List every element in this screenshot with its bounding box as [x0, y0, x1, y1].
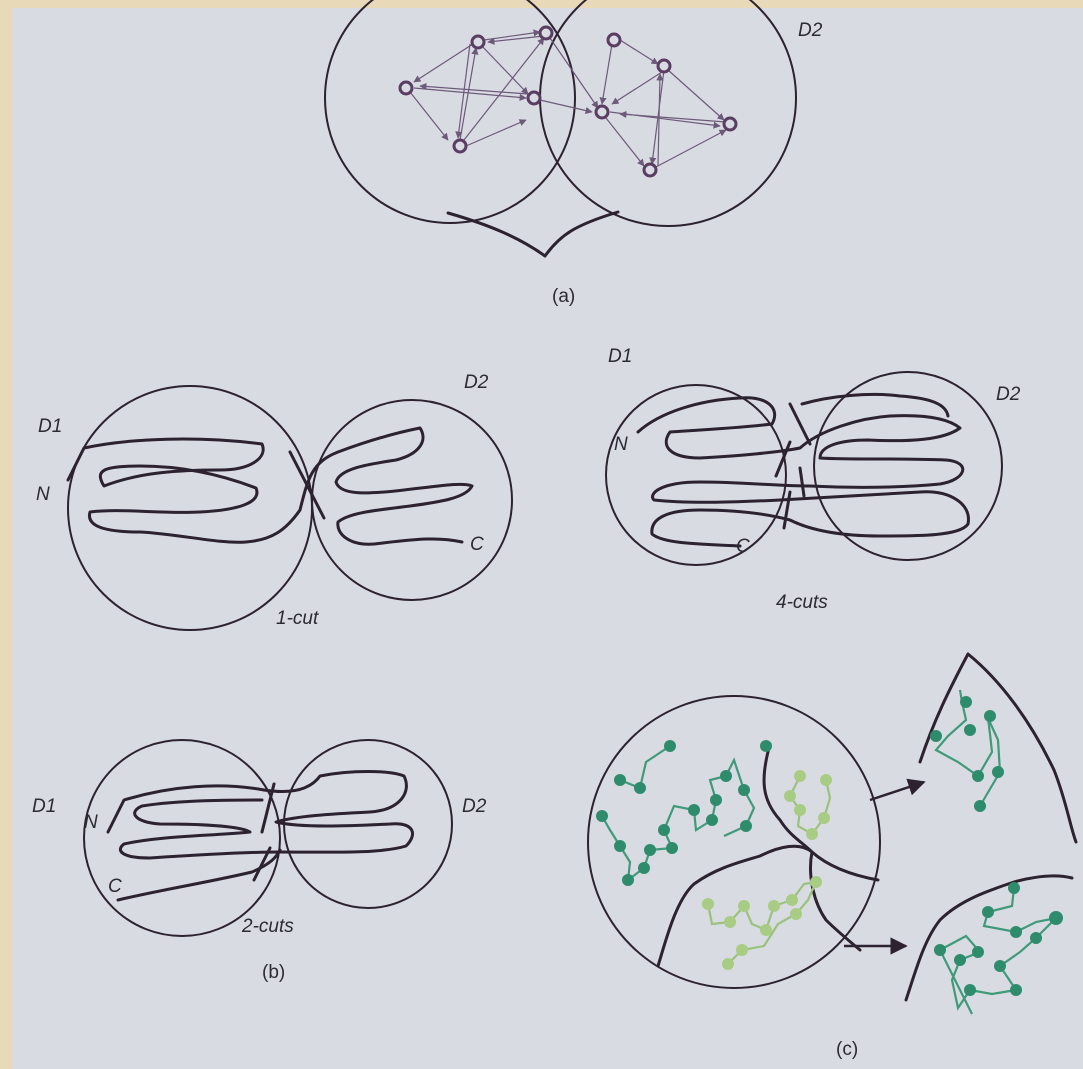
d2-label: D2	[462, 796, 487, 817]
d1-label: D1	[38, 416, 62, 437]
whole-protein-circle	[588, 696, 880, 988]
panel-b-one-cut: D1 D2 N C 1-cut	[36, 372, 512, 630]
cut-line-3	[800, 468, 804, 496]
panel-b-caption: (b)	[262, 962, 285, 983]
c-terminus-label: C	[470, 534, 484, 555]
arrow-to-domain-1	[870, 782, 924, 800]
cut-caption: 1-cut	[276, 608, 319, 629]
panel-a-caption: (a)	[552, 286, 575, 307]
d1-label: D1	[32, 796, 56, 817]
n-terminus-label: N	[84, 812, 98, 833]
panel-c-caption: (c)	[836, 1039, 858, 1060]
n-terminus-label: N	[614, 434, 628, 455]
dark-green-chain	[596, 740, 772, 886]
panel-a: D2 (a)	[325, 0, 823, 307]
cut-caption: 4-cuts	[776, 592, 828, 613]
c-terminus-label: C	[736, 536, 750, 557]
domain-2-circle	[814, 372, 1002, 560]
panel-a-d2-label: D2	[798, 20, 823, 41]
cut-caption: 2-cuts	[241, 916, 294, 937]
light-green-chain-2	[702, 876, 822, 970]
panel-b-two-cuts: D1 D2 N C 2-cuts (b)	[32, 740, 487, 983]
extracted-domain-2	[906, 876, 1072, 1014]
extracted-domain-1	[920, 654, 1076, 842]
domain-1-circle	[325, 0, 575, 223]
panel-c: (c)	[588, 654, 1076, 1060]
cut-line-4	[784, 492, 790, 528]
backbone-trace	[638, 398, 968, 546]
residue-nodes	[400, 27, 736, 176]
d1-label: D1	[608, 346, 632, 367]
domain-1-circle	[68, 386, 312, 630]
domain-2-circle	[540, 0, 796, 226]
backbone-trace	[68, 428, 472, 544]
c-terminus-label: C	[108, 876, 122, 897]
d2-label: D2	[996, 384, 1021, 405]
cut-line-1	[790, 404, 810, 444]
n-terminus-label: N	[36, 484, 50, 505]
backbone-trace	[108, 772, 413, 859]
d2-label: D2	[464, 372, 489, 393]
partition-boundary-1	[764, 744, 878, 880]
linker-curve	[448, 212, 618, 256]
domain-1-circle	[606, 385, 786, 565]
cut-line-2	[776, 442, 790, 476]
panel-four-cuts: D1 D2 N C 4-cuts	[606, 346, 1021, 613]
d2-top-loop	[802, 394, 948, 416]
light-green-chain-1	[784, 770, 832, 840]
